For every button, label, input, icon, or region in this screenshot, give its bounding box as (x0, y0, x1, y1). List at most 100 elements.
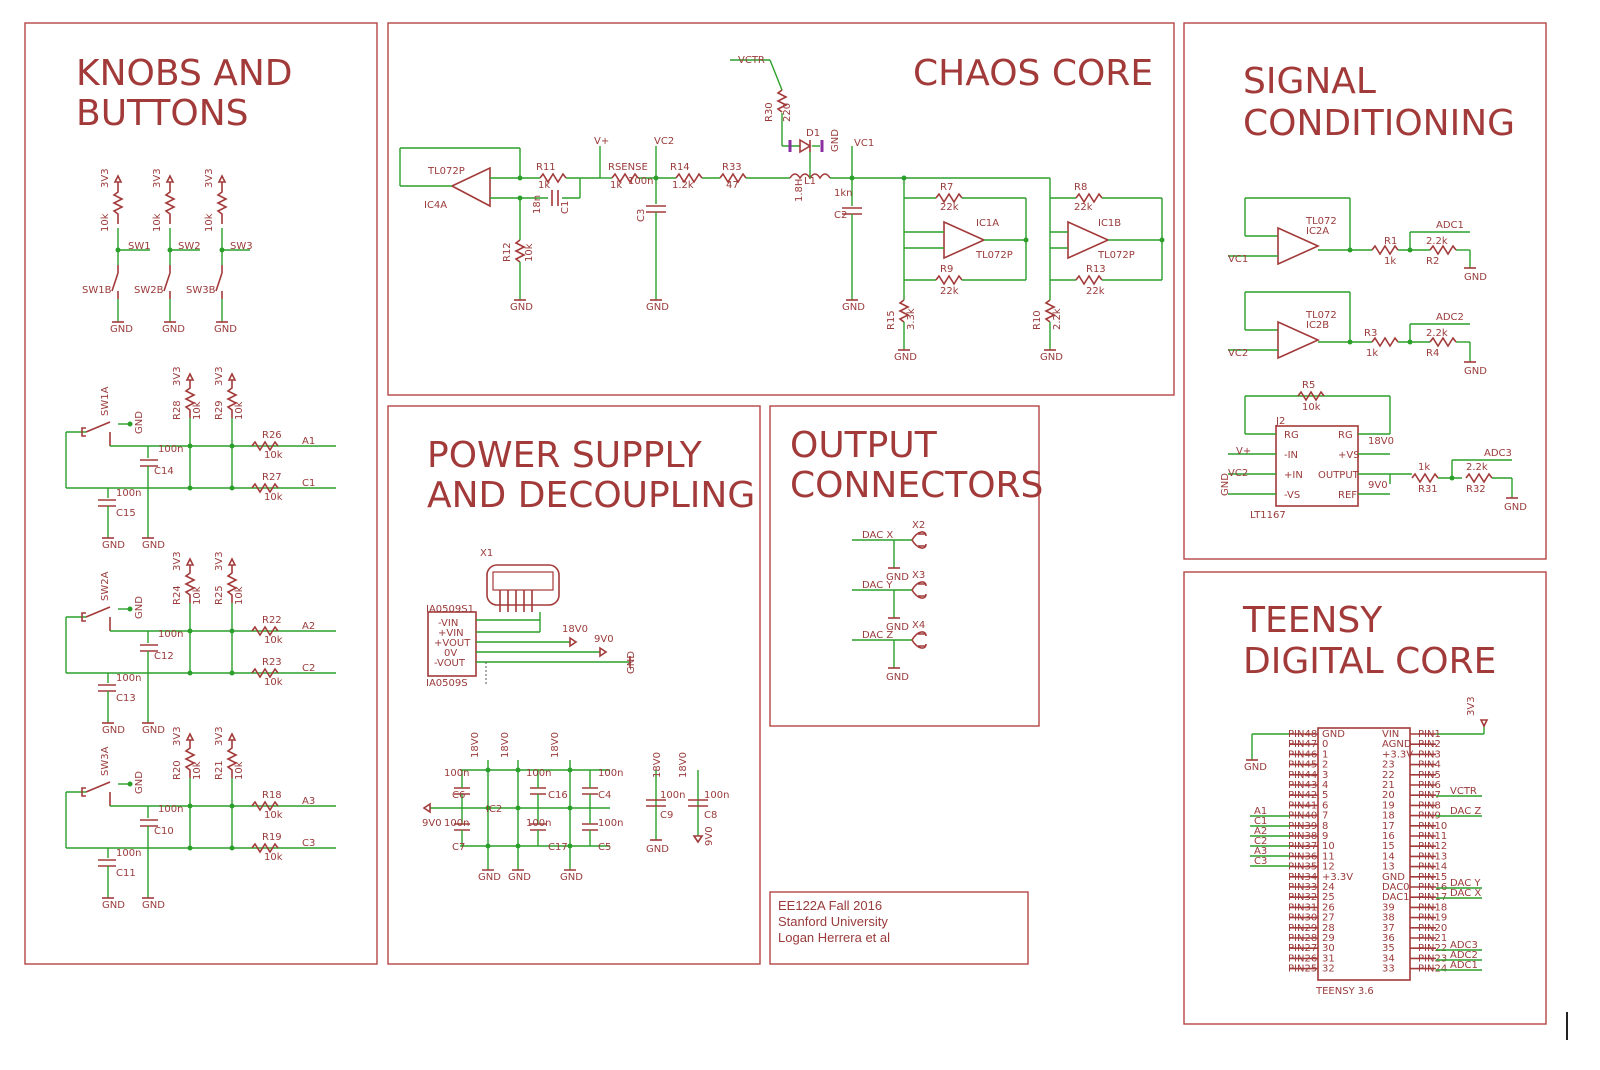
knob-3-out-a: A3 (302, 796, 315, 807)
power-label-15: C6 (452, 790, 465, 801)
knob-1-cap-a-val: 100n (158, 444, 183, 455)
output-title-line1: OUTPUT (790, 425, 938, 466)
teensy-right-inner-19: 37 (1382, 923, 1395, 934)
teensy-right-inner-16: DAC1 (1382, 892, 1410, 903)
chaos-label-3: 1k (538, 180, 550, 191)
power-label-34: C9 (660, 810, 673, 821)
knob-2-r-bot-val: 10k (264, 677, 283, 688)
signal-label-1: IC2A (1306, 226, 1329, 237)
teensy-left-inner-10: 9 (1322, 831, 1328, 842)
power-label-14: 100n (444, 768, 469, 779)
teensy-right-pin-19: PIN20 (1418, 923, 1447, 934)
knob-2-rail-0: 3V3 (172, 551, 183, 571)
teensy-right-inner-0: VIN (1382, 729, 1399, 740)
teensy-right-pin-3: PIN4 (1418, 760, 1441, 771)
power-label-3: +VIN (438, 628, 464, 639)
signal-label-39: GND (1504, 502, 1527, 513)
teensy-right-inner-9: 17 (1382, 821, 1395, 832)
output-gnd-2: GND (886, 622, 909, 633)
knob-1-pot-val-0: 10k (192, 401, 203, 420)
teensy-right-inner-20: 36 (1382, 933, 1395, 944)
teensy-left-inner-20: 29 (1322, 933, 1335, 944)
teensy-left-inner-16: 25 (1322, 892, 1335, 903)
signal-label-20: J2 (1275, 416, 1285, 427)
teensy-right-net-1: DAC Z (1450, 806, 1481, 817)
power-label-30: GND (560, 872, 583, 883)
teensy-left-pin-0: PIN48 (1288, 729, 1317, 740)
teensy-left-pin-1: PIN47 (1288, 739, 1317, 750)
knob-1-cap-b-ref: C15 (116, 508, 136, 519)
teensy-right-inner-6: 20 (1382, 790, 1395, 801)
knob-1-out-a: A1 (302, 436, 315, 447)
teensy-right-pin-1: PIN2 (1418, 739, 1441, 750)
opamp-ic2b (1277, 320, 1320, 360)
power-label-27: C5 (598, 842, 611, 853)
teensy-left-inner-19: 28 (1322, 923, 1335, 934)
power-label-4: +VOUT (434, 638, 471, 649)
teensy-right-net-2: DAC Y (1450, 878, 1481, 889)
signal-label-18: R5 (1302, 380, 1315, 391)
teensy-rail: 3V3 (1466, 696, 1477, 716)
teensy-left-pin-19: PIN29 (1288, 923, 1317, 934)
chaos-label-38: R13 (1086, 264, 1106, 275)
teensy-right-inner-23: 33 (1382, 964, 1395, 975)
knob-3-pot-ref-1: R21 (214, 760, 225, 780)
power-panel-frame (387, 405, 761, 965)
chaos-gnd-1: GND (646, 302, 669, 313)
opamp-ic1b (1067, 220, 1110, 260)
knob-2-cap-a-ref: C12 (154, 651, 174, 662)
chaos-gnd-0: GND (510, 302, 533, 313)
teensy-right-inner-11: 15 (1382, 841, 1395, 852)
chaos-label-22: D1 (806, 128, 820, 139)
knob-2-gnd-a: GND (102, 725, 125, 736)
knob-2-switch: SW2A (100, 571, 111, 601)
power-title-line2: AND DECOUPLING (427, 475, 755, 516)
knob-2-out-a: A2 (302, 621, 315, 632)
teensy-left-inner-1: 0 (1322, 739, 1328, 750)
pullup-2-rail: 3V3 (152, 168, 163, 188)
knob-1-r-bot: R27 (262, 472, 282, 483)
teensy-left-pin-14: PIN34 (1288, 872, 1317, 883)
signal-label-0: TL072 (1305, 216, 1337, 227)
pullup-2: 3V3 10k SW2 SW2B GND (134, 168, 201, 335)
knob-3-r-bot-val: 10k (264, 852, 283, 863)
teensy-title-line1: TEENSY (1242, 600, 1383, 641)
signal-label-13: 1k (1366, 348, 1378, 359)
signal-label-23: V+ (1236, 446, 1251, 457)
power-label-19: C4 (598, 790, 611, 801)
pullup-2-switch: SW2B (134, 285, 164, 296)
teensy-left-pin-5: PIN43 (1288, 780, 1317, 791)
power-label-18: 100n (598, 768, 623, 779)
teensy-left-pin-23: PIN25 (1288, 964, 1317, 975)
output-ref-3: X4 (912, 620, 925, 631)
signal-label-3: R1 (1384, 236, 1397, 247)
signal-label-19: 10k (1302, 402, 1321, 413)
chaos-label-6: R12 (502, 242, 513, 262)
teensy-left-inner-18: 27 (1322, 913, 1335, 924)
usb-connector-x1 (486, 564, 560, 606)
signal-title-line1: SIGNAL (1243, 61, 1376, 102)
knob-2-r-bot: R23 (262, 657, 282, 668)
knob-3-cap-b-val: 100n (116, 848, 141, 859)
teensy-left-pin-20: PIN28 (1288, 933, 1317, 944)
power-label-23: C7 (452, 842, 465, 853)
chaos-gnd-3: GND (894, 352, 917, 363)
signal-label-4: 1k (1384, 256, 1396, 267)
signal-label-33: 9V0 (1368, 480, 1388, 491)
teensy-title-line2: DIGITAL CORE (1243, 641, 1496, 682)
knob-3-rail-0: 3V3 (172, 726, 183, 746)
signal-label-17: GND (1464, 366, 1487, 377)
teensy-right-inner-1: AGND (1382, 739, 1412, 750)
teensy-left-pin-21: PIN27 (1288, 943, 1317, 954)
power-label-2: -VIN (438, 618, 458, 629)
instrumentation-amp-j2 (1275, 425, 1359, 507)
chaos-label-1: IC4A (424, 200, 447, 211)
teensy-right-net-6: ADC1 (1450, 960, 1478, 971)
chaos-label-36: IC1B (1098, 218, 1121, 229)
power-label-7: IA0509S (426, 678, 468, 689)
teensy-left-pin-4: PIN44 (1288, 770, 1317, 781)
